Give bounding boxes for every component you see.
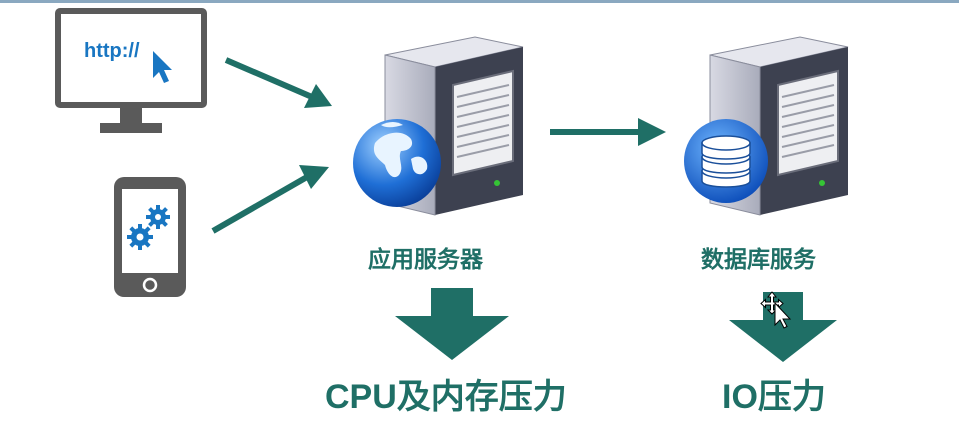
arrow-server-to-db [550, 118, 666, 146]
app-server-label: 应用服务器 [368, 247, 483, 273]
monitor-icon [55, 8, 207, 133]
io-pressure-label: IO压力 [722, 378, 826, 416]
mouse-cursor-icon [760, 291, 792, 329]
url-text: http:// [84, 40, 140, 62]
phone-icon [114, 177, 186, 297]
down-arrow-cpu [395, 288, 509, 360]
arrow-monitor-to-server [224, 57, 332, 108]
app-server-icon [353, 36, 524, 216]
database-server-icon [684, 36, 849, 216]
db-service-label: 数据库服务 [701, 247, 816, 273]
down-arrow-io [729, 292, 837, 362]
cpu-memory-pressure-label: CPU及内存压力 [325, 378, 567, 416]
top-border [0, 0, 959, 3]
arrow-phone-to-server [211, 165, 329, 234]
